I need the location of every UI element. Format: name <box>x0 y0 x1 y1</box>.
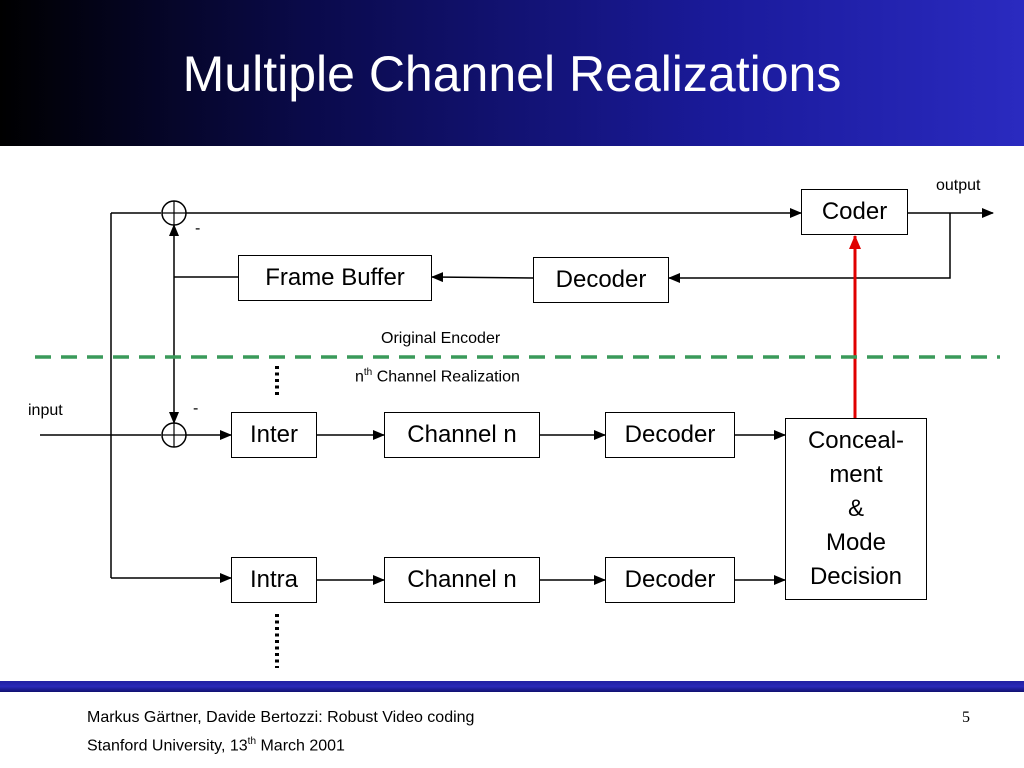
conceal-line-1: Conceal- <box>807 427 905 454</box>
intra-block: Intra <box>231 557 317 603</box>
decoder-to-framebuffer-line <box>431 272 534 283</box>
minus-sign-bottom: - <box>193 400 199 417</box>
title-bar <box>0 0 1024 146</box>
concealment-mode-decision-block: Conceal- ment & Mode Decision <box>785 418 927 600</box>
bottom-summing-node <box>161 422 187 448</box>
coder-block: Coder <box>801 189 908 235</box>
conceal-line-4: Mode <box>825 529 887 556</box>
footer-line-2: Stanford University, 13th March 2001 <box>87 730 474 758</box>
channel-intra-block: Channel n <box>384 557 540 603</box>
decoder-intra-block: Decoder <box>605 557 735 603</box>
frame-buffer-block: Frame Buffer <box>238 255 432 301</box>
footer-bar <box>0 681 1024 692</box>
conceal-line-5: Decision <box>809 563 903 590</box>
decoder-top-block: Decoder <box>533 257 669 303</box>
top-summing-node <box>161 200 187 226</box>
input-label: input <box>28 402 63 419</box>
nth-superscript: th <box>363 367 373 378</box>
output-feedback-line <box>668 213 951 283</box>
footer-date-prefix: Stanford University, 13 <box>87 737 248 755</box>
slide-title: Multiple Channel Realizations <box>182 46 842 102</box>
footer-date-superscript: th <box>247 736 257 747</box>
nth-prefix: n <box>355 368 364 386</box>
nth-channel-realization-label: nth Channel Realization <box>355 367 520 386</box>
footer-date-suffix: March 2001 <box>256 737 345 755</box>
nth-rest: Channel Realization <box>372 368 520 386</box>
conceal-line-3: & <box>847 495 864 522</box>
inter-block: Inter <box>231 412 317 458</box>
original-encoder-label: Original Encoder <box>381 330 501 347</box>
decoder-inter-block: Decoder <box>605 412 735 458</box>
conceal-line-2: ment <box>829 461 883 488</box>
output-label: output <box>936 177 981 194</box>
footer-credits: Markus Gärtner, Davide Bertozzi: Robust … <box>87 706 474 758</box>
footer-line-1: Markus Gärtner, Davide Bertozzi: Robust … <box>87 709 475 726</box>
page-number: 5 <box>962 709 970 726</box>
channel-inter-block: Channel n <box>384 412 540 458</box>
minus-sign-top: - <box>195 220 201 237</box>
